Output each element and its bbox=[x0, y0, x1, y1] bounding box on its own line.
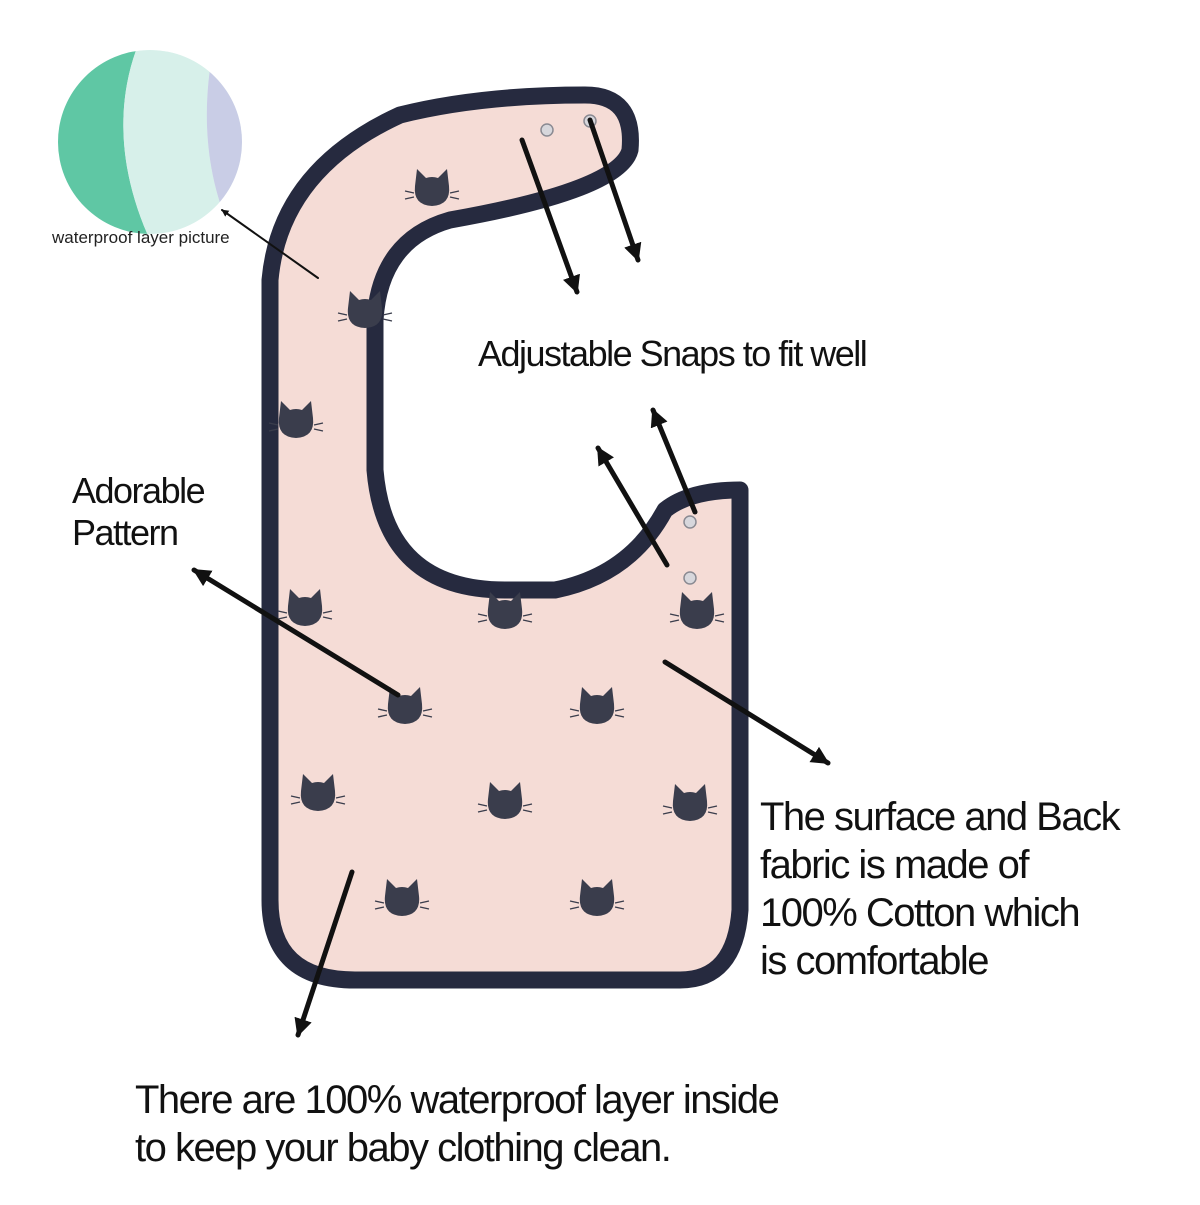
arrow-pattern bbox=[191, 567, 401, 698]
waterproof-layer-label-line: There are 100% waterproof layer inside bbox=[135, 1078, 780, 1122]
cotton-label-line: is comfortable bbox=[760, 939, 989, 983]
cat-face-icon bbox=[374, 879, 430, 916]
snap-button-icon bbox=[683, 571, 697, 585]
pattern-label: Adorable Pattern bbox=[72, 470, 206, 555]
cat-face-icon bbox=[477, 782, 533, 819]
pattern-label-line: Pattern bbox=[72, 512, 179, 554]
arrow-waterproof-picture bbox=[221, 209, 319, 279]
arrow-cotton bbox=[662, 659, 831, 766]
bib-body bbox=[261, 86, 749, 989]
cat-pattern bbox=[268, 169, 725, 916]
cat-face-icon bbox=[569, 687, 625, 724]
snaps-label: Adjustable Snaps to fit well bbox=[478, 333, 868, 374]
waterproof-layer-label-line: to keep your baby clothing clean. bbox=[135, 1126, 672, 1170]
pattern-label-line: Adorable bbox=[72, 470, 206, 511]
cotton-label: The surface and Back fabric is made of 1… bbox=[760, 793, 1121, 985]
cat-face-icon bbox=[404, 169, 460, 206]
cotton-label-line: 100% Cotton which bbox=[760, 891, 1081, 935]
arrow-snap-3 bbox=[650, 407, 698, 515]
cat-face-icon bbox=[569, 879, 625, 916]
waterproof-picture-label: waterproof layer picture bbox=[52, 228, 230, 247]
arrow-layer bbox=[294, 869, 355, 1038]
arrow-snap-1 bbox=[519, 137, 580, 295]
cat-face-icon bbox=[337, 291, 393, 328]
cat-face-icon bbox=[669, 592, 725, 629]
cat-face-icon bbox=[268, 401, 324, 438]
cotton-label-line: fabric is made of bbox=[760, 843, 1029, 887]
arrow-snap-4 bbox=[595, 445, 670, 568]
cat-face-icon bbox=[662, 784, 718, 821]
cat-face-icon bbox=[290, 774, 346, 811]
waterproof-swatch-icon bbox=[58, 50, 242, 234]
snap-button-icon bbox=[683, 515, 697, 529]
cotton-label-line: The surface and Back bbox=[760, 795, 1121, 839]
snap-button-icon bbox=[540, 123, 554, 137]
cat-face-icon bbox=[277, 589, 333, 626]
arrow-snap-2 bbox=[587, 117, 642, 263]
waterproof-layer-label: There are 100% waterproof layer inside t… bbox=[135, 1076, 780, 1172]
cat-face-icon bbox=[477, 592, 533, 629]
